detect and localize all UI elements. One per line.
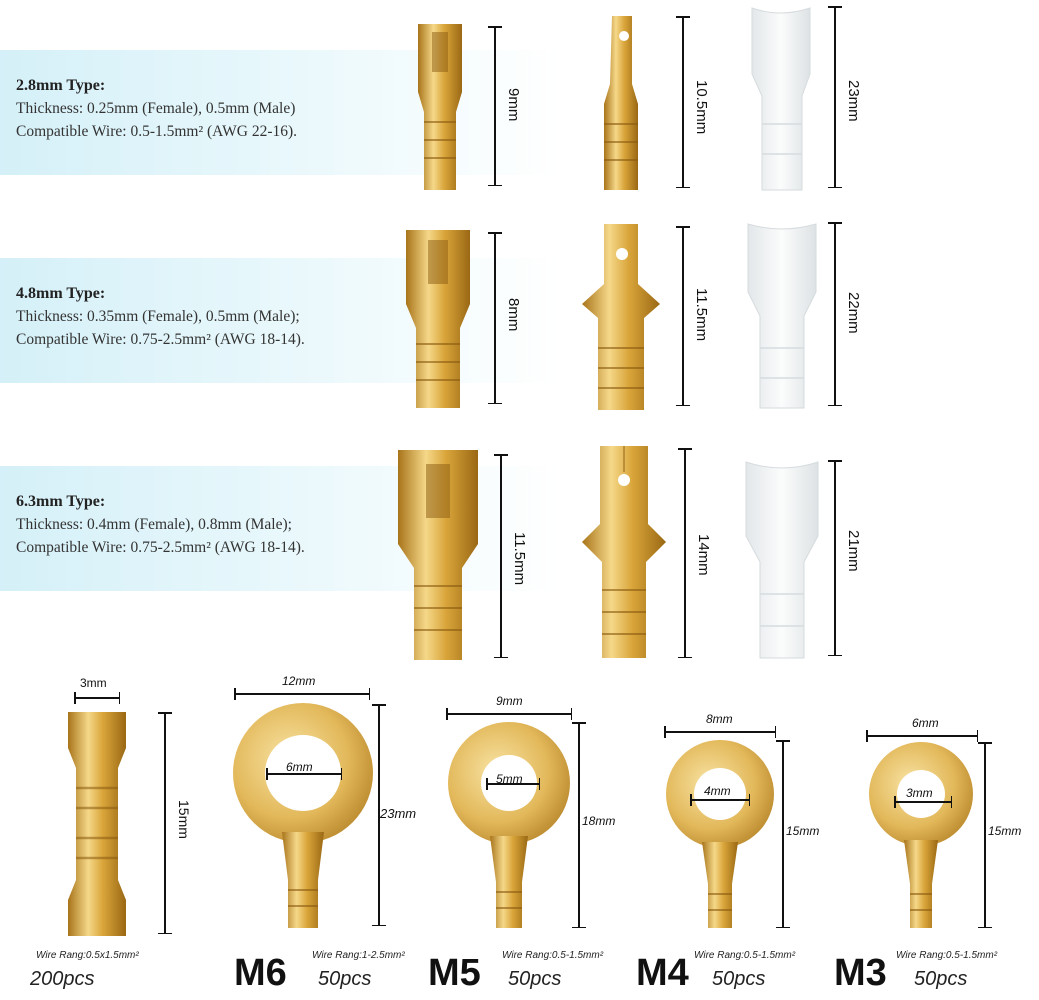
dim-butt-width	[74, 692, 120, 704]
dim-sleeve-2-8	[828, 6, 842, 188]
spec-block-4-8: 4.8mm Type: Thickness: 0.35mm (Female), …	[16, 282, 305, 351]
dim-m3-outer	[866, 730, 978, 742]
female-terminal-2-8	[418, 24, 462, 190]
dim-m5-inner	[486, 778, 540, 790]
spec-title: 4.8mm Type:	[16, 285, 106, 302]
quantity: 50pcs	[508, 968, 562, 990]
dim-label: 9mm	[505, 88, 522, 122]
dim-male-2-8	[676, 16, 690, 188]
quantity: 50pcs	[914, 968, 968, 990]
dim-label: 8mm	[505, 298, 522, 332]
dim-label: 15mm	[988, 824, 1022, 838]
dim-m6-outer	[234, 688, 370, 700]
dim-label: 3mm	[80, 676, 107, 690]
spec-thickness: Thickness: 0.35mm (Female), 0.5mm (Male)…	[16, 308, 300, 325]
dim-m6-length	[372, 704, 386, 926]
dim-label: 10.5mm	[693, 80, 710, 135]
female-terminal-4-8	[406, 230, 470, 408]
dim-label: 8mm	[706, 712, 733, 726]
wire-range: Wire Rang:0.5-1.5mm²	[896, 950, 998, 961]
ring-terminal-m3	[869, 742, 973, 928]
dim-sleeve-4-8	[828, 222, 842, 406]
dim-label: 12mm	[282, 674, 316, 688]
dim-label: 6mm	[912, 716, 939, 730]
dim-male-4-8	[676, 226, 690, 406]
wire-range: Wire Rang:0.5-1.5mm²	[502, 950, 604, 961]
male-terminal-4-8	[582, 224, 660, 410]
spec-band-1	[0, 50, 560, 175]
dim-label: 23mm	[845, 80, 862, 122]
dim-label: 9mm	[496, 694, 523, 708]
ring-terminal-m5	[448, 722, 570, 928]
insulation-sleeve-6-3	[745, 461, 819, 659]
dim-male-6-3	[678, 448, 692, 658]
dim-label: 14mm	[695, 534, 712, 576]
dim-label: 6mm	[286, 760, 313, 774]
dim-label: 11.5mm	[693, 288, 710, 342]
quantity: 50pcs	[712, 968, 766, 990]
quantity: 200pcs	[30, 968, 95, 990]
wire-range: Wire Rang:1-2.5mm²	[312, 950, 405, 961]
dim-m3-length	[978, 742, 992, 928]
spec-wire: Compatible Wire: 0.75-2.5mm² (AWG 18-14)…	[16, 331, 305, 348]
dim-m4-inner	[690, 794, 750, 806]
spec-thickness: Thickness: 0.4mm (Female), 0.8mm (Male);	[16, 516, 292, 533]
dim-label: 21mm	[845, 530, 862, 572]
dim-female-2-8	[488, 26, 502, 186]
wire-range: Wire Rang:0.5x1.5mm²	[36, 950, 139, 961]
spec-title: 6.3mm Type:	[16, 493, 106, 510]
dim-label: 11.5mm	[511, 532, 528, 586]
dim-female-6-3	[494, 454, 508, 658]
spec-block-6-3: 6.3mm Type: Thickness: 0.4mm (Female), 0…	[16, 490, 305, 559]
model-label: M3	[834, 952, 887, 994]
spec-title: 2.8mm Type:	[16, 77, 106, 94]
insulation-sleeve-4-8	[747, 223, 817, 409]
model-label: M4	[636, 952, 689, 994]
ring-terminal-m6	[233, 703, 373, 928]
dim-label: 23mm	[380, 806, 417, 821]
male-terminal-6-3	[582, 446, 666, 658]
dim-label: 4mm	[704, 784, 731, 798]
dim-m4-outer	[664, 726, 776, 738]
dim-m5-length	[572, 722, 586, 928]
dim-m4-length	[776, 740, 790, 928]
spec-thickness: Thickness: 0.25mm (Female), 0.5mm (Male)	[16, 100, 296, 117]
model-label: M5	[428, 952, 481, 994]
dim-m5-outer	[446, 708, 572, 720]
dim-sleeve-6-3	[828, 460, 842, 656]
dim-butt-length	[158, 712, 172, 934]
insulation-sleeve-2-8	[751, 7, 811, 191]
ring-terminal-m4	[666, 740, 774, 928]
spec-wire: Compatible Wire: 0.75-2.5mm² (AWG 18-14)…	[16, 539, 305, 556]
dim-label: 3mm	[906, 786, 933, 800]
butt-connector	[68, 712, 126, 936]
dim-label: 22mm	[845, 292, 862, 334]
dim-label: 15mm	[786, 824, 820, 838]
dim-label: 18mm	[582, 814, 616, 828]
dim-m6-inner	[266, 768, 342, 780]
spec-block-2-8: 2.8mm Type: Thickness: 0.25mm (Female), …	[16, 74, 297, 143]
model-label: M6	[234, 952, 287, 994]
male-terminal-2-8	[604, 16, 638, 190]
dim-m3-inner	[894, 796, 952, 808]
female-terminal-6-3	[398, 450, 478, 660]
wire-range: Wire Rang:0.5-1.5mm²	[694, 950, 796, 961]
quantity: 50pcs	[318, 968, 372, 990]
dim-female-4-8	[488, 232, 502, 404]
spec-wire: Compatible Wire: 0.5-1.5mm² (AWG 22-16).	[16, 123, 298, 140]
dim-label: 5mm	[496, 772, 523, 786]
dim-label: 15mm	[176, 800, 192, 839]
